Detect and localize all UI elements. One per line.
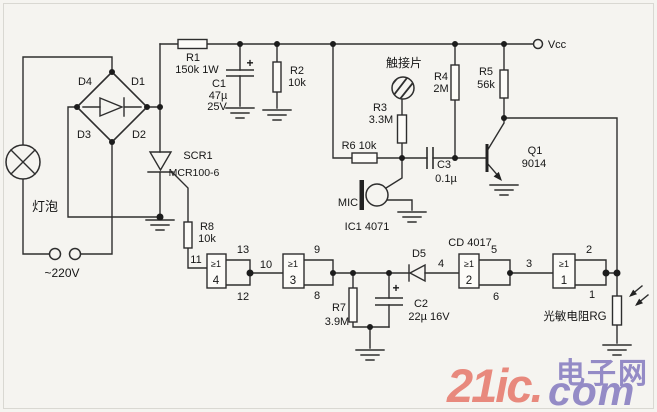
labels: 灯泡 ~220V D4 D1 D3 D2 R1 150k 1W + C1 47µ… bbox=[32, 39, 607, 328]
resistor-r5 bbox=[499, 69, 509, 99]
lamp-symbol bbox=[5, 144, 41, 180]
c2-polarity: + bbox=[392, 281, 399, 295]
ground-symbols bbox=[145, 107, 632, 361]
touch-plate-label: 触接片 bbox=[386, 55, 422, 70]
c1-polarity: + bbox=[246, 56, 253, 70]
mains-label: ~220V bbox=[44, 266, 79, 280]
transistor-q1 bbox=[485, 144, 502, 181]
d4-label: D4 bbox=[78, 76, 92, 88]
r4-label: R4 bbox=[434, 71, 448, 83]
capacitor-c3 bbox=[426, 147, 434, 169]
ac-terminals bbox=[48, 247, 82, 261]
pin-4: 4 bbox=[438, 258, 444, 270]
or-gate-3 bbox=[282, 253, 305, 289]
pin-1: 1 bbox=[589, 289, 595, 301]
watermark-cn: 电子网 bbox=[556, 358, 650, 390]
r7-label: R7 bbox=[332, 302, 346, 314]
ic1-label: IC1 4071 bbox=[345, 221, 390, 233]
r3-value: 3.3M bbox=[369, 114, 393, 126]
pin-13: 13 bbox=[237, 244, 249, 256]
pin-3: 3 bbox=[526, 258, 532, 270]
pin-11: 11 bbox=[190, 254, 201, 266]
resistor-r1 bbox=[177, 38, 208, 50]
lamp-label: 灯泡 bbox=[32, 199, 58, 214]
r8-value: 10k bbox=[198, 233, 216, 245]
c2-value: 22µ 16V bbox=[408, 311, 450, 323]
wires bbox=[22, 43, 618, 349]
mic-label: MIC bbox=[338, 197, 358, 209]
or-gate-4 bbox=[206, 253, 227, 289]
r5-label: R5 bbox=[479, 66, 493, 78]
cd4017-label: CD 4017 bbox=[448, 237, 491, 249]
r7-value: 3.9M bbox=[325, 316, 349, 328]
resistor-r7 bbox=[348, 287, 358, 323]
resistor-r4 bbox=[450, 64, 460, 101]
resistor-r3 bbox=[396, 114, 408, 144]
vcc-label: Vcc bbox=[548, 39, 567, 51]
q1-part: 9014 bbox=[522, 158, 546, 170]
scr-part: MCR100-6 bbox=[169, 167, 220, 179]
c3-label: C3 bbox=[437, 159, 451, 171]
gate3-number: 3 bbox=[290, 275, 296, 287]
d5-label: D5 bbox=[412, 248, 426, 260]
gate3-symbol: ≥1 bbox=[288, 259, 298, 269]
pin-2: 2 bbox=[586, 244, 592, 256]
pin-10: 10 bbox=[260, 259, 272, 271]
c1-label: C1 bbox=[212, 78, 226, 90]
capacitor-c1 bbox=[226, 69, 254, 77]
diode-d5 bbox=[408, 263, 426, 283]
pin-6: 6 bbox=[493, 291, 499, 303]
photoresistor-rg bbox=[611, 285, 649, 326]
watermark-21ic: 21ic. bbox=[447, 359, 544, 412]
resistor-r2 bbox=[272, 61, 282, 93]
pin-12: 12 bbox=[237, 291, 249, 303]
watermark-com: com bbox=[548, 368, 636, 412]
c1-value1: 47µ bbox=[209, 90, 228, 102]
microphone-symbol bbox=[359, 180, 389, 210]
q1-label: Q1 bbox=[528, 145, 543, 157]
gate4-symbol: ≥1 bbox=[211, 259, 221, 269]
touch-plate-symbol bbox=[391, 76, 415, 100]
gate4-number: 4 bbox=[213, 275, 220, 287]
gate2-symbol: ≥1 bbox=[464, 259, 474, 269]
resistor-r8 bbox=[183, 221, 193, 249]
gate2-number: 2 bbox=[466, 275, 472, 287]
pin-9: 9 bbox=[314, 244, 320, 256]
c3-value: 0.1µ bbox=[435, 173, 457, 185]
scr-symbol bbox=[147, 151, 174, 173]
r1-label: R1 bbox=[186, 52, 200, 64]
scr-label: SCR1 bbox=[183, 150, 212, 162]
r3-label: R3 bbox=[373, 102, 387, 114]
r6-label: R6 10k bbox=[342, 140, 377, 152]
d3-label: D3 bbox=[77, 129, 91, 141]
d1-label: D1 bbox=[131, 76, 145, 88]
capacitor-c2 bbox=[375, 297, 403, 306]
pin-5: 5 bbox=[491, 244, 497, 256]
c1-value2: 25V bbox=[207, 101, 227, 113]
r8-label: R8 bbox=[200, 221, 214, 233]
r5-value: 56k bbox=[477, 79, 495, 91]
vcc-terminal bbox=[532, 38, 544, 50]
r4-value: 2M bbox=[433, 83, 448, 95]
ldr-label: 光敏电阻RG bbox=[543, 309, 606, 323]
r1-value: 150k 1W bbox=[175, 64, 219, 76]
junction-dots bbox=[74, 41, 621, 330]
r2-label: R2 bbox=[290, 65, 304, 77]
pin-8: 8 bbox=[314, 290, 320, 302]
c2-label: C2 bbox=[414, 298, 428, 310]
d2-label: D2 bbox=[132, 129, 146, 141]
resistor-r6 bbox=[351, 152, 378, 164]
or-gate-1 bbox=[552, 253, 576, 289]
gate1-symbol: ≥1 bbox=[559, 259, 569, 269]
or-gate-2 bbox=[458, 253, 480, 289]
r2-value: 10k bbox=[288, 77, 306, 89]
gate1-number: 1 bbox=[561, 275, 567, 287]
